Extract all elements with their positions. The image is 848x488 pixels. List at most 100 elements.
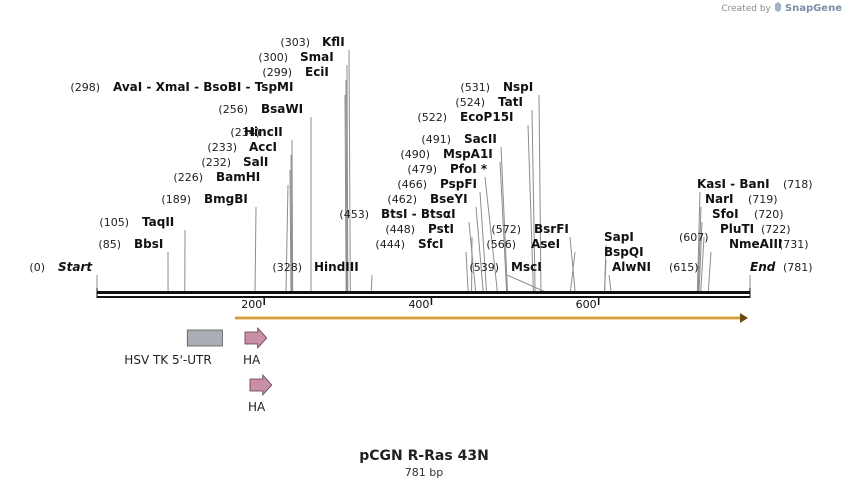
site-position: (462)	[387, 193, 417, 206]
site-position: (232)	[201, 156, 231, 169]
site-name[interactable]: TatI	[498, 95, 523, 109]
feature-label: HA	[248, 400, 266, 414]
scale-tick-label: 400	[408, 298, 429, 311]
feature-label: HSV TK 5'-UTR	[124, 353, 211, 367]
site-leader	[345, 79, 348, 294]
site-position: (722)	[761, 223, 791, 236]
site-leader	[289, 169, 292, 294]
site-position: (0)	[29, 261, 45, 274]
site-position: (105)	[99, 216, 129, 229]
scale-ticks: 200 400 600	[241, 298, 600, 311]
site-position: (718)	[783, 178, 813, 191]
site-leader	[698, 221, 703, 294]
feature-ha-arrow[interactable]	[249, 373, 273, 397]
site-name[interactable]: PluTI	[720, 222, 754, 236]
site-name[interactable]: KasI - BanI	[697, 177, 770, 191]
site-name[interactable]: SalI	[243, 155, 268, 169]
site-name[interactable]: Start	[58, 260, 93, 274]
site-leader	[569, 251, 576, 294]
site-name[interactable]: BseYI	[430, 192, 468, 206]
site-leader	[604, 259, 607, 294]
site-position: (299)	[262, 66, 292, 79]
site-position: (189)	[161, 193, 191, 206]
site-name[interactable]: AlwNI	[612, 260, 651, 274]
site-leader-lines	[96, 49, 751, 294]
site-leader	[484, 176, 498, 294]
site-leader	[531, 109, 536, 294]
site-name[interactable]: BmgBI	[204, 192, 248, 206]
feature-ha-arrow[interactable]	[244, 326, 268, 350]
site-position: (781)	[783, 261, 813, 274]
site-leader	[569, 236, 576, 294]
site-position: (448)	[385, 223, 415, 236]
site-position: (524)	[455, 96, 485, 109]
site-position: (607)	[679, 231, 709, 244]
site-name[interactable]: HincII	[244, 125, 283, 139]
site-name[interactable]: BbsI	[134, 237, 163, 251]
site-leader	[346, 64, 349, 294]
scale-tick-label: 600	[576, 298, 597, 311]
site-name[interactable]: SmaI	[300, 50, 334, 64]
snapgene-name: SnapGene	[784, 3, 842, 14]
orf-arrow	[234, 313, 748, 323]
site-position: (233)	[207, 141, 237, 154]
site-position: (531)	[460, 81, 490, 94]
site-leader	[697, 206, 702, 294]
site-leader	[499, 161, 508, 294]
site-position: (85)	[98, 238, 121, 251]
site-name[interactable]: BtsI - BtsαI	[381, 207, 456, 221]
site-name[interactable]: BsrFI	[534, 222, 569, 236]
site-position: (566)	[486, 238, 516, 251]
site-name[interactable]: EciI	[305, 65, 329, 79]
site-name[interactable]: AccI	[249, 140, 277, 154]
site-leader	[475, 206, 484, 294]
site-name[interactable]: BamHI	[216, 170, 260, 184]
site-position: (491)	[421, 133, 451, 146]
site-position: (453)	[339, 208, 369, 221]
site-position: (522)	[417, 111, 447, 124]
site-name[interactable]: PfoI *	[450, 162, 488, 176]
site-position: (720)	[754, 208, 784, 221]
backbone-bottom-strand	[97, 296, 750, 298]
site-leader	[707, 251, 712, 294]
site-position: (303)	[280, 36, 310, 49]
site-position: (731)	[779, 238, 809, 251]
site-name[interactable]: BsaWI	[261, 102, 303, 116]
site-name[interactable]: HindIII	[314, 260, 359, 274]
site-name[interactable]: SapI	[604, 230, 634, 244]
feature-utr-box[interactable]	[186, 329, 223, 347]
site-name[interactable]: KflI	[322, 35, 345, 49]
site-name[interactable]: EcoP15I	[460, 110, 514, 124]
site-name[interactable]: AvaI - XmaI - BsoBI - TspMI	[113, 80, 293, 94]
site-position: (298)	[70, 81, 100, 94]
site-name[interactable]: TaqII	[142, 215, 174, 229]
site-name[interactable]: MscI	[511, 260, 542, 274]
site-name[interactable]: MspA1I	[443, 147, 493, 161]
site-leader	[608, 274, 612, 294]
site-leader	[348, 49, 351, 294]
site-leader	[538, 94, 542, 294]
scale-tick-label: 200	[241, 298, 262, 311]
site-name[interactable]: PspFI	[440, 177, 477, 191]
site-name[interactable]: BspQI	[604, 245, 644, 259]
site-leader	[500, 146, 509, 294]
site-name[interactable]: SacII	[464, 132, 497, 146]
site-leader	[291, 139, 294, 294]
feature-label: HA	[243, 353, 261, 367]
site-name[interactable]: End	[750, 260, 776, 274]
site-position: (256)	[218, 103, 248, 116]
site-name[interactable]: NmeAIII	[729, 237, 782, 251]
site-name[interactable]: AseI	[531, 237, 560, 251]
site-position: (479)	[407, 163, 437, 176]
site-position: (444)	[375, 238, 405, 251]
site-name[interactable]: NarI	[705, 192, 734, 206]
site-name[interactable]: SfoI	[712, 207, 739, 221]
site-leader	[527, 124, 534, 294]
site-leader	[506, 274, 548, 294]
site-name[interactable]: SfcI	[418, 237, 443, 251]
site-position: (572)	[491, 223, 521, 236]
site-name[interactable]: PstI	[428, 222, 454, 236]
site-position: (719)	[748, 193, 778, 206]
site-name[interactable]: NspI	[503, 80, 533, 94]
